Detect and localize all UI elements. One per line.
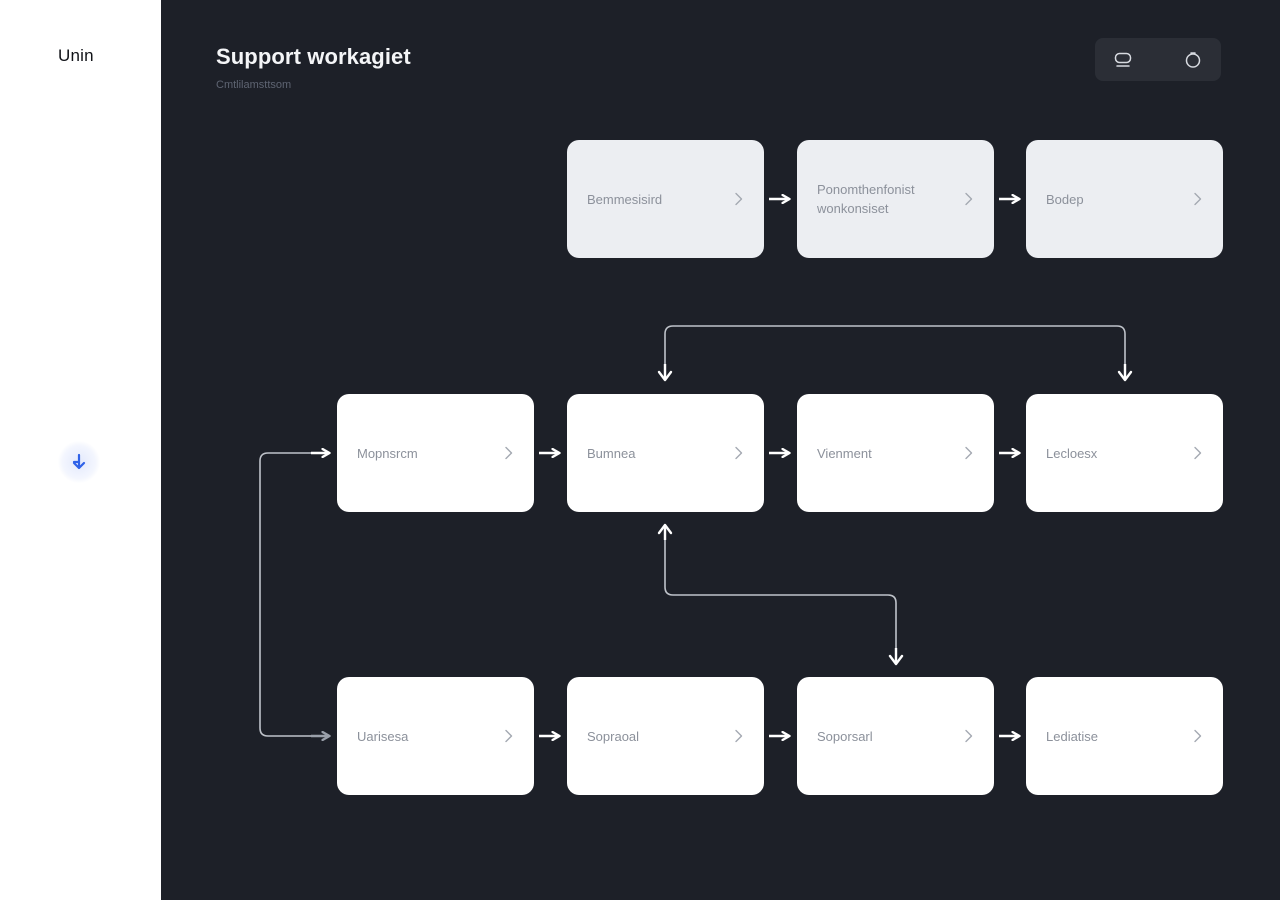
node-label: Ponomthenfonist wonkonsiset [817, 182, 915, 216]
sidebar-action-button[interactable] [58, 441, 100, 483]
page-title: Support workagiet [216, 44, 411, 69]
workflow-node[interactable]: Mopnsrcm [337, 394, 534, 512]
connector-loop-middle [664, 532, 897, 660]
workflow-node[interactable]: Bemmesisird [567, 140, 764, 258]
connector-loop-top-arrow-left [657, 370, 673, 382]
node-label: Uarisesa [357, 728, 409, 744]
chevron-right-icon [965, 729, 973, 743]
chevron-right-icon [965, 446, 973, 460]
chevron-right-icon [965, 192, 973, 206]
node-label: Bumnea [587, 445, 636, 461]
toolbar [1095, 38, 1221, 81]
workflow-node[interactable]: Lediatise [1026, 677, 1223, 795]
chevron-right-icon [735, 446, 743, 460]
chevron-right-icon [505, 446, 513, 460]
node-label: Bodep [1046, 191, 1084, 207]
node-label: Vienment [817, 445, 872, 461]
workflow-node[interactable]: Uarisesa [337, 677, 534, 795]
chevron-right-icon [1194, 192, 1202, 206]
workflow-node[interactable]: Sopraoal [567, 677, 764, 795]
node-label: Lediatise [1046, 728, 1099, 744]
node-label: Mopnsrcm [357, 445, 418, 461]
workflow-node[interactable]: Vienment [797, 394, 994, 512]
chevron-right-icon [1194, 446, 1202, 460]
node-label: Lecloesx [1046, 445, 1098, 461]
workflow-diagram: Bemmesisird Ponomthenfonist wonkonsiset … [161, 0, 1280, 900]
workflow-node[interactable]: Bodep [1026, 140, 1223, 258]
brand-name: Unin [58, 46, 94, 65]
chevron-right-icon [505, 729, 513, 743]
workflow-node[interactable]: Soporsarl [797, 677, 994, 795]
workflow-node[interactable]: Lecloesx [1026, 394, 1223, 512]
page-subtitle: Cmtlilamsttsom [216, 79, 292, 91]
node-label: Sopraoal [587, 728, 640, 744]
workflow-node[interactable]: Bumnea [567, 394, 764, 512]
arrow-down-icon [72, 453, 86, 470]
node-label: Soporsarl [817, 728, 873, 744]
chevron-right-icon [1194, 729, 1202, 743]
status-button[interactable] [1181, 48, 1205, 72]
connector-loop-top [664, 325, 1126, 378]
connector-loop-left [259, 452, 311, 737]
circle-icon [1185, 52, 1201, 68]
connector-loop-top-arrow-right [1117, 370, 1133, 382]
chevron-right-icon [735, 729, 743, 743]
workflow-node[interactable]: Ponomthenfonist wonkonsiset [797, 140, 994, 258]
chevron-right-icon [735, 192, 743, 206]
sidebar: Unin [0, 0, 161, 900]
connector-loop-middle-arrow-up [657, 523, 673, 535]
comment-icon [1114, 52, 1132, 67]
comment-button[interactable] [1111, 48, 1135, 72]
node-label: Bemmesisird [587, 191, 663, 207]
connector-loop-middle-arrow-down [888, 654, 904, 666]
